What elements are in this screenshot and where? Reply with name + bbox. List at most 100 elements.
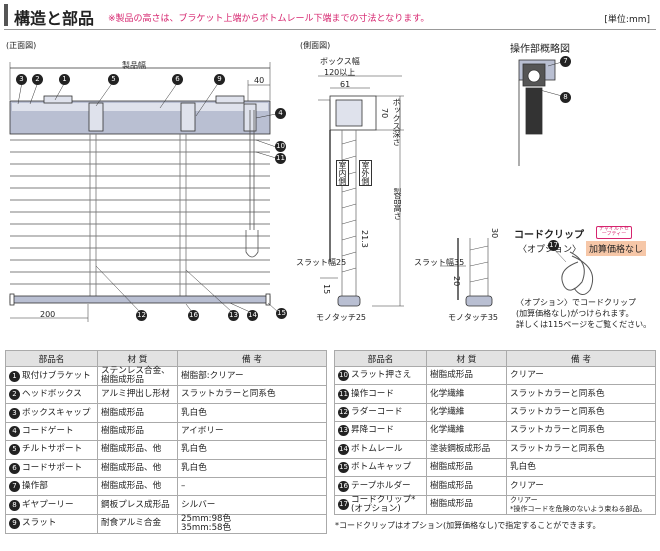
dim-200: 200 <box>40 310 56 319</box>
width-label: 製品幅 <box>122 61 146 70</box>
slats <box>10 139 270 285</box>
part-material: 樹脂成形品 <box>426 365 507 386</box>
side-view-label: (側面図) <box>300 41 331 50</box>
note-line: (加算価格なし)がつけられます。 <box>516 309 634 318</box>
front-view <box>9 62 279 322</box>
part-name-text: コードクリップ* (オプション) <box>351 494 416 514</box>
height-label: 製品高さ <box>393 188 402 220</box>
part-number: 10 <box>338 370 349 382</box>
dim-20: 20 <box>452 276 461 287</box>
part-name-text: ヘッドボックス <box>22 389 82 400</box>
part-remarks: スラットカラーと同系色 <box>506 402 656 423</box>
callout: 1 <box>59 74 70 85</box>
callout: 9 <box>214 74 225 85</box>
col-header-name: 部品名 <box>5 350 98 367</box>
dim-61: 61 <box>340 80 351 89</box>
part-number: 9 <box>9 518 20 530</box>
col-header-remarks: 備 考 <box>506 350 656 367</box>
dim-70: 70 <box>380 108 389 119</box>
part-name-text: スラット <box>22 518 57 529</box>
part-name-text: コードサポート <box>22 462 83 473</box>
part-material: 耐食アルミ合金 <box>97 513 178 534</box>
callout: 16 <box>188 310 199 321</box>
callout: 15 <box>276 308 287 319</box>
part-material: 塗装鋼板成形品 <box>426 439 507 459</box>
note-line: 〈オプション〉でコードクリップ <box>516 298 636 307</box>
part-material: 樹脂成形品 <box>426 476 507 496</box>
callout: 5 <box>108 74 119 85</box>
part-number: 17 <box>338 499 349 511</box>
dim-40: 40 <box>254 76 265 85</box>
callout: 12 <box>136 310 147 321</box>
mono-35-label: モノタッチ35 <box>448 313 499 322</box>
part-number: 13 <box>338 425 349 437</box>
box-width-label: ボックス幅 <box>320 57 360 66</box>
part-name-text: テープホルダー <box>351 480 411 491</box>
front-view-label: (正面図) <box>6 41 37 50</box>
part-remarks: 乳白色 <box>177 458 327 478</box>
callout: 7 <box>560 56 571 67</box>
header-bar <box>4 4 8 26</box>
footnote: *コードクリップはオプション(加算価格なし)で指定することができます。 <box>335 521 601 530</box>
part-name-text: スラット押さえ <box>351 370 412 381</box>
part-remarks: スラットカラーと同系色 <box>177 384 327 405</box>
mono-25-label: モノタッチ25 <box>316 313 367 322</box>
callout: 6 <box>172 74 183 85</box>
part-material: 化学繊維 <box>426 421 507 441</box>
part-name-text: ギヤプーリー <box>22 499 74 510</box>
part-material: アルミ押出し形材 <box>97 384 178 405</box>
part-number: 2 <box>9 389 20 401</box>
cord-clip-extra: 加算価格なし <box>586 241 647 256</box>
part-remarks: スラットカラーと同系色 <box>506 439 656 459</box>
header-rule <box>4 29 656 30</box>
callout: 4 <box>275 108 286 119</box>
col-header-material: 材 質 <box>426 350 507 367</box>
part-material: 樹脂成形品、他 <box>97 440 178 460</box>
part-number: 11 <box>338 388 349 400</box>
indoor-label: 室内側 <box>336 160 349 186</box>
slat-35-label: スラット幅35 <box>414 258 465 267</box>
part-remarks: クリアー <box>506 365 656 386</box>
part-number: 1 <box>9 370 20 382</box>
part-number: 14 <box>338 443 349 455</box>
cord-clip-title: コードクリップ <box>514 230 584 241</box>
header-note: ※製品の高さは、ブラケット上端からボトムレール下端までの寸法となります。 <box>108 14 430 24</box>
box-depth-label: ボックス深さ <box>392 98 401 146</box>
bottom-rail <box>9 295 271 304</box>
part-number: 3 <box>9 407 20 419</box>
part-name-text: チルトサポート <box>22 444 83 455</box>
cord-clip-note: 〈オプション〉でコードクリップ (加算価格なし)がつけられます。 詳しくは115… <box>516 297 656 330</box>
part-remarks: スラットカラーと同系色 <box>506 384 656 404</box>
part-remarks: 25mm:98色 35mm:58色 <box>177 513 327 534</box>
child-safety-badge: チャイルドセーフティー <box>596 226 632 239</box>
part-remarks: 乳白色 <box>506 457 656 478</box>
part-name-text: コードゲート <box>22 425 74 436</box>
part-remarks: スラットカラーと同系色 <box>506 421 656 441</box>
part-number: 4 <box>9 425 20 437</box>
part-remarks: クリアー <box>506 476 656 496</box>
part-name-text: ラダーコード <box>351 406 403 417</box>
part-number: 5 <box>9 444 20 456</box>
